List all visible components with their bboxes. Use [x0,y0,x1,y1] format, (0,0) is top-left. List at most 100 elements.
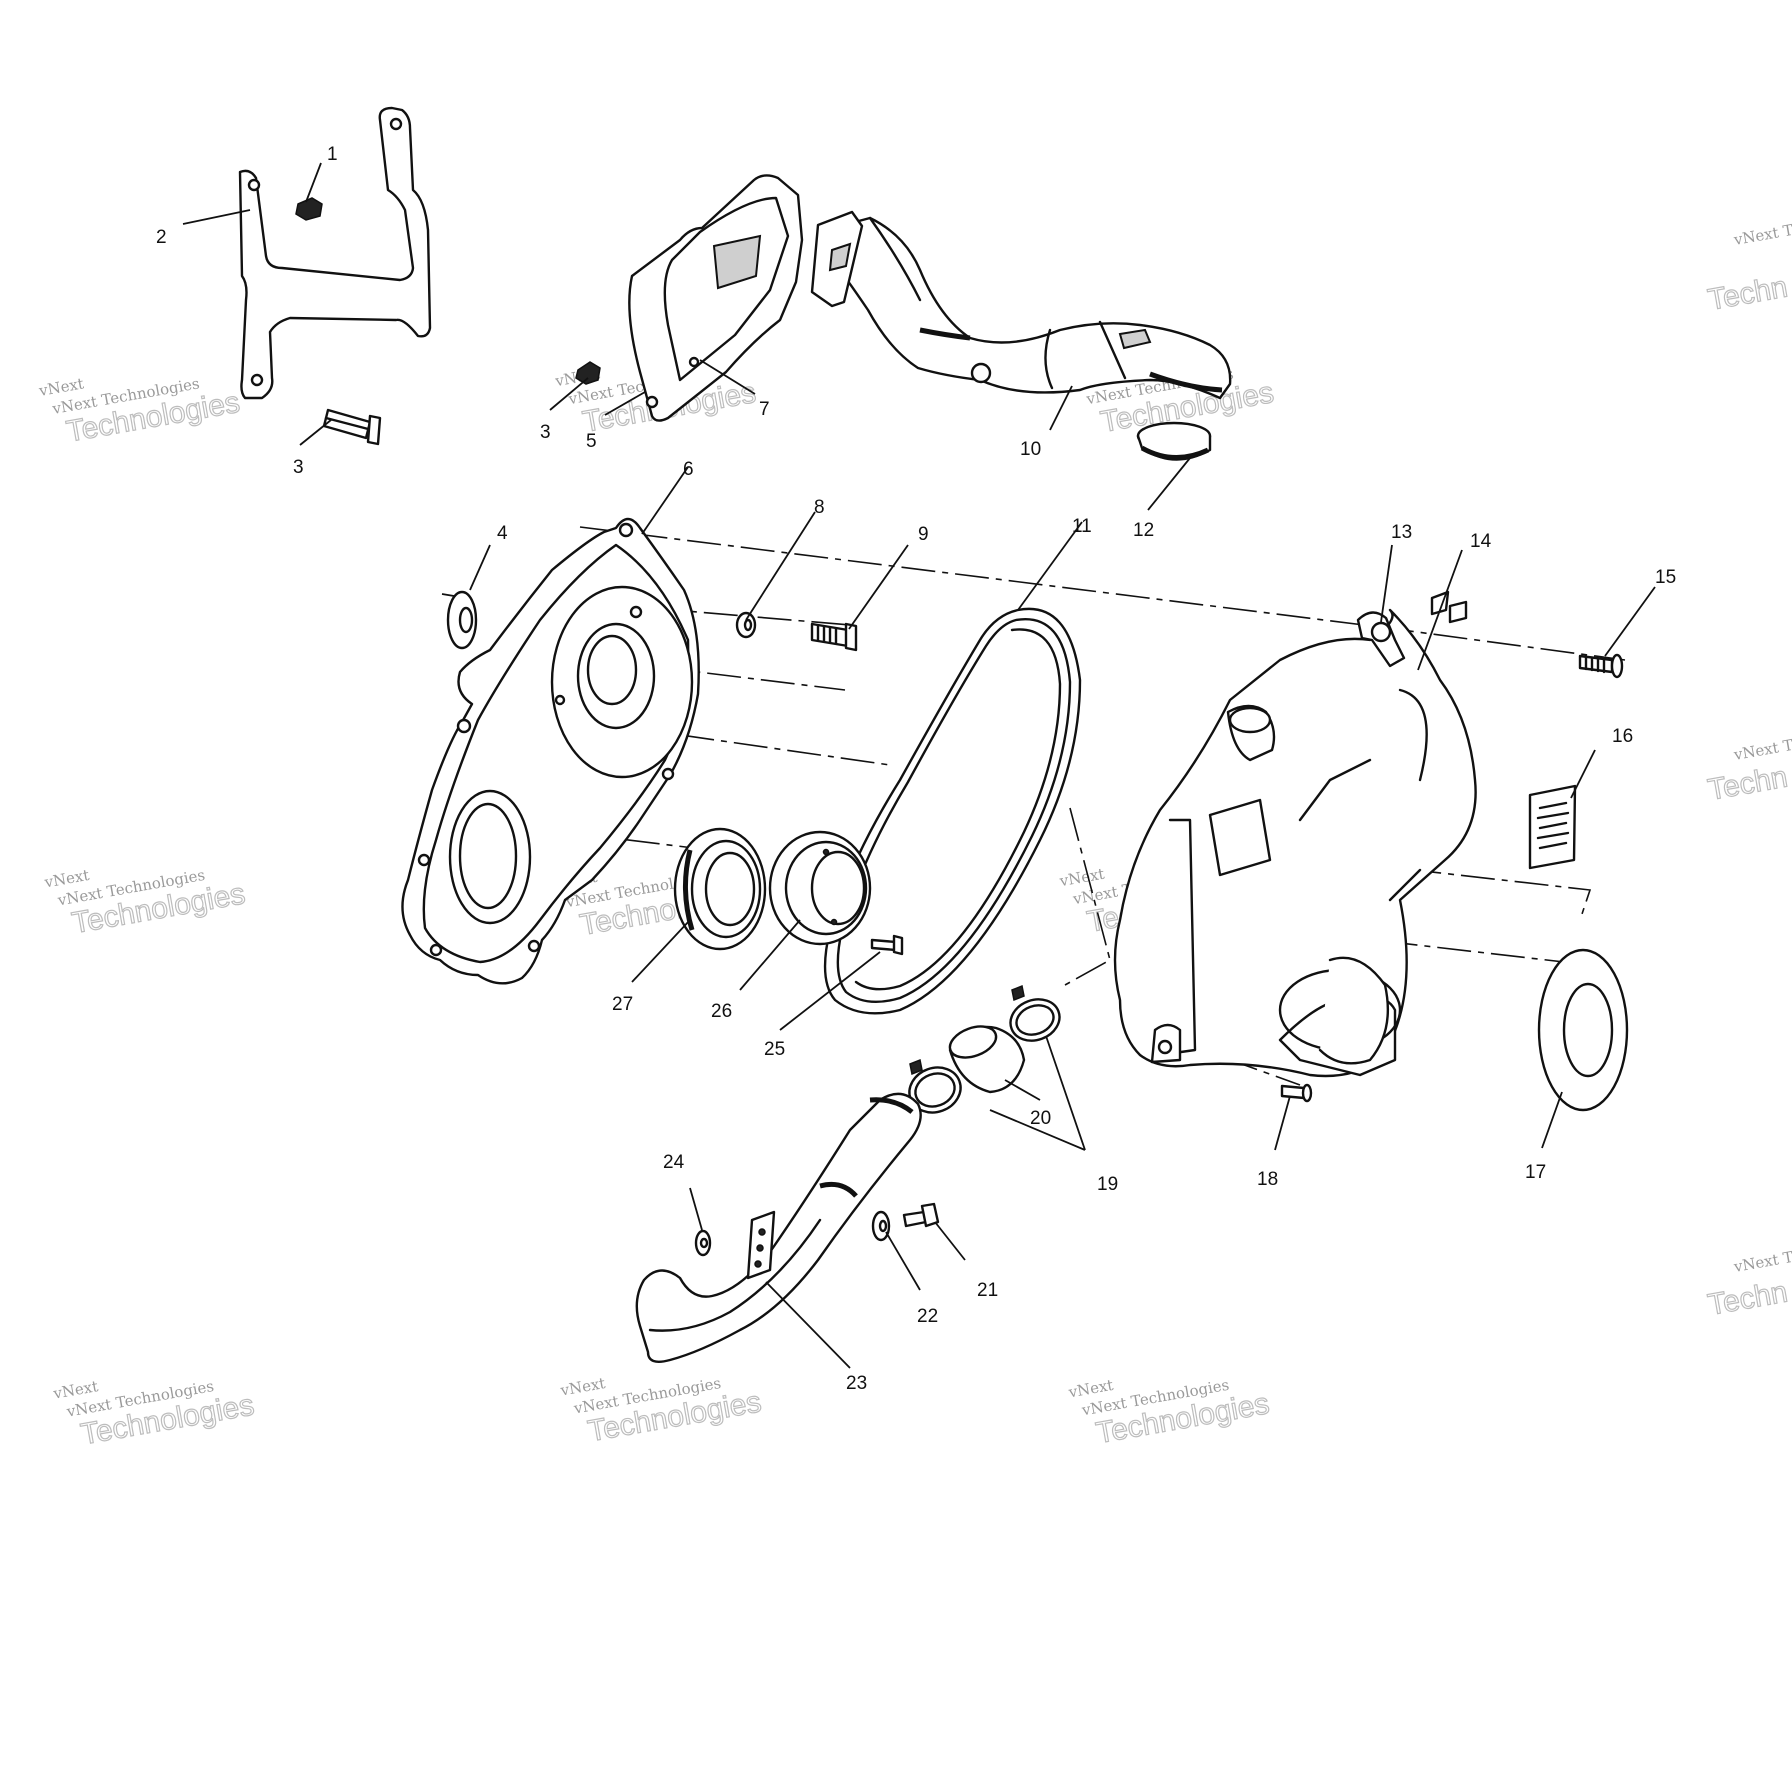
callout-26: 26 [711,1001,732,1022]
clamp-band-inner [914,1072,956,1108]
drive-belt-11 [823,607,1082,1015]
duct-crease [868,216,922,302]
plate-hole [688,356,700,368]
callout-12: 12 [1133,520,1154,541]
plate-hole [830,918,838,926]
leader-17 [1541,1091,1563,1149]
cover-hole [417,853,431,867]
thread-lines [816,624,838,645]
drive-bore-inner [586,634,638,706]
callout-2: 2 [156,227,167,248]
watermark-top-left: vNext vNext Technologies Technologies [37,374,243,449]
mount-hole [1157,1039,1173,1055]
nut-1 [295,197,323,221]
cover-hole [527,939,541,953]
centerline-bolt-15 [1379,626,1626,661]
screw-head [920,1202,940,1228]
callout-25: 25 [764,1039,785,1060]
leader-12 [1147,457,1191,511]
inner-cover-6 [401,517,700,985]
screw-head [575,361,601,385]
screw-thread [870,938,898,952]
plate-rim [784,840,868,936]
screw-25 [870,934,904,956]
seal-lip [683,849,695,931]
bracket-hole-bottom [250,373,264,387]
clamp-band-inner [1015,1004,1055,1036]
callout-4: 4 [497,523,508,544]
washer-24 [694,1229,712,1257]
bolt-thread [322,408,372,440]
callout-10: 10 [1020,439,1041,460]
clamp-screw [909,1058,923,1076]
leader-3a [299,419,332,446]
callout-5: 5 [586,431,597,452]
tab-hole [758,1228,766,1236]
duct-seam [1044,328,1054,390]
watermark-bottom-right: vNext vNext Technologies Technologies [1066,1376,1272,1451]
bolt-18 [1280,1083,1313,1103]
leader-27 [631,919,691,983]
duct-opening [1118,328,1152,350]
callout-1: 1 [327,144,338,165]
watermark-text: vNext T [1732,221,1792,249]
mounting-bracket [238,106,432,400]
leader-13 [1380,544,1393,623]
cover-hole [456,718,472,734]
screw-21 [902,1202,940,1228]
bracket-hole-upright [389,117,403,131]
duct-fold [648,1218,822,1332]
leader-8 [745,511,816,621]
belt-inner-edge [854,628,1062,991]
axis-stub [441,593,455,597]
cover-detail [1398,688,1428,782]
duct-seam [1098,320,1127,380]
leader-16 [1570,749,1596,799]
leader-22 [885,1231,921,1291]
window-17 [1537,948,1629,1112]
washer-hole [878,1219,888,1233]
clamp-screw [1011,984,1025,1002]
callout-24: 24 [663,1152,685,1173]
window-inner [1562,982,1614,1078]
callout-8: 8 [814,497,825,518]
plate-bore [810,850,866,926]
washer-8 [735,611,757,639]
leader-26 [739,919,801,991]
leader-23 [765,1281,851,1369]
label-sheet [1528,784,1577,870]
exit-duct-23 [635,1092,922,1363]
watermark-bottom-center: vNext vNext Technologies Technologies [558,1374,764,1449]
callout-20: 20 [1030,1108,1051,1129]
duct-body [823,216,1232,400]
outer-cover-13 [1113,608,1477,1078]
leader-9 [848,544,909,630]
duct-band [919,327,971,341]
plate-inner-edge [663,196,790,382]
callout-18: 18 [1257,1169,1278,1190]
coupler-end [948,1025,998,1059]
leader-25 [779,951,881,1031]
callout-3-bracket-bolt: 3 [293,457,304,478]
centerline-top-bolt [579,526,1381,628]
bracket-hole-top [247,178,261,192]
callout-3-plate-screw: 3 [540,422,551,443]
outlet-seal-12 [1136,421,1212,461]
cover-hole [429,943,443,957]
drive-bore [576,622,656,730]
callout-13: 13 [1391,522,1412,543]
hex-nut [295,197,323,221]
watermark-bottom-left: vNext vNext Technologies Technologies [51,1377,257,1452]
callout-23: 23 [846,1373,867,1394]
callout-17: 17 [1525,1162,1546,1183]
decal-piece [1448,600,1468,624]
centerline-duct [1064,807,1111,986]
watermark-edge-fragments: vNext T Techn vNext T Techn vNext T Tech… [1705,221,1792,1323]
leader-15 [1604,586,1656,657]
leader-11 [1017,521,1083,611]
watermark-text: Techn [1705,1275,1790,1321]
label-16 [1528,784,1577,870]
duct-body [635,1092,922,1363]
bolt-shank [324,416,374,432]
leader-4 [469,544,491,591]
